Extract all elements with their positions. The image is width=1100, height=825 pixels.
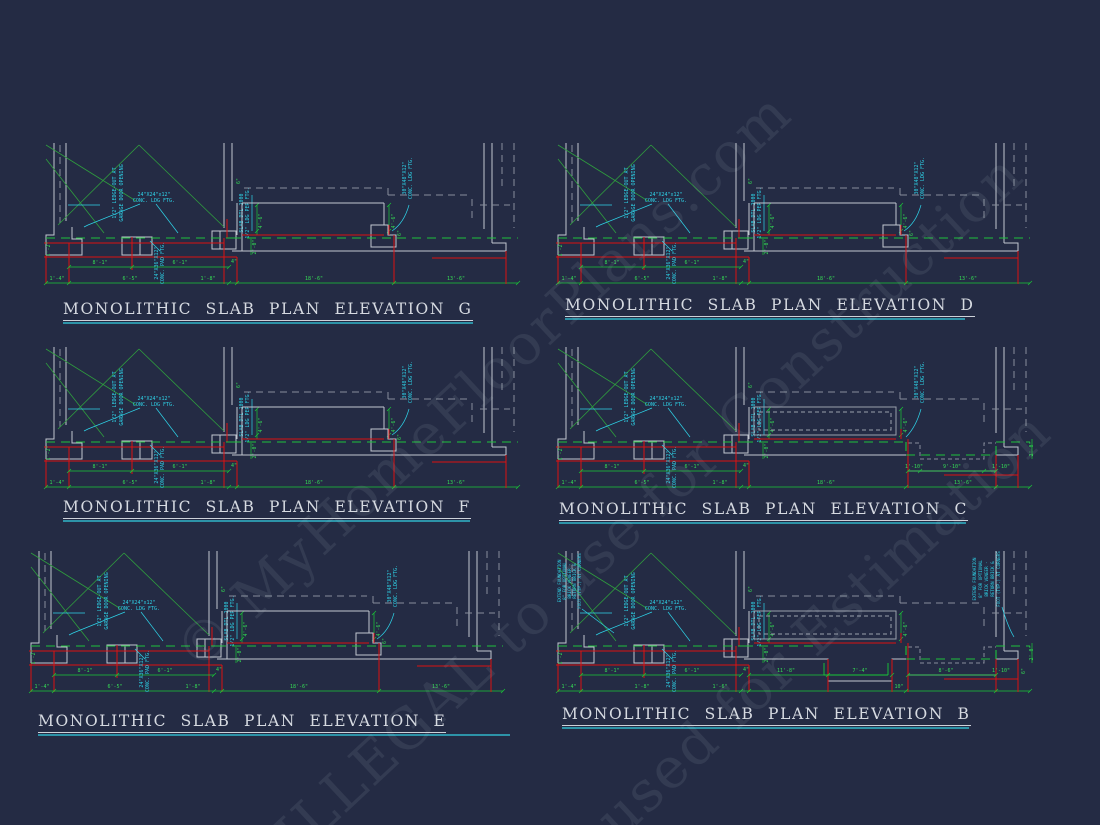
title-underline-e — [38, 734, 510, 736]
title-elevation-f: MONOLITHIC SLAB PLAN ELEVATION F — [63, 497, 471, 522]
title-elevation-e: MONOLITHIC SLAB PLAN ELEVATION E — [38, 711, 510, 736]
elevation-drawing-c — [556, 347, 1036, 499]
title-elevation-b: MONOLITHIC SLAB PLAN ELEVATION B — [562, 704, 971, 729]
elevation-drawing-d — [556, 143, 1036, 295]
elevation-drawing-e — [29, 551, 509, 703]
title-elevation-g: MONOLITHIC SLAB PLAN ELEVATION G — [63, 299, 473, 324]
elevation-drawing-b — [556, 551, 1036, 703]
title-text-d: MONOLITHIC SLAB PLAN ELEVATION D — [565, 296, 975, 317]
title-underline-b — [562, 727, 969, 729]
title-elevation-d: MONOLITHIC SLAB PLAN ELEVATION D — [565, 295, 975, 320]
title-underline-c — [559, 522, 966, 524]
title-underline-d — [565, 318, 965, 320]
title-elevation-c: MONOLITHIC SLAB PLAN ELEVATION C — [559, 499, 968, 524]
elevation-drawing-g — [44, 143, 524, 295]
title-text-g: MONOLITHIC SLAB PLAN ELEVATION G — [63, 300, 473, 321]
title-text-f: MONOLITHIC SLAB PLAN ELEVATION F — [63, 498, 471, 519]
title-underline-g — [63, 322, 473, 324]
title-underline-f — [63, 520, 470, 522]
title-text-b: MONOLITHIC SLAB PLAN ELEVATION B — [562, 705, 971, 726]
elevation-drawing-f — [44, 347, 524, 499]
title-text-e: MONOLITHIC SLAB PLAN ELEVATION E — [38, 712, 447, 733]
title-text-c: MONOLITHIC SLAB PLAN ELEVATION C — [559, 500, 968, 521]
